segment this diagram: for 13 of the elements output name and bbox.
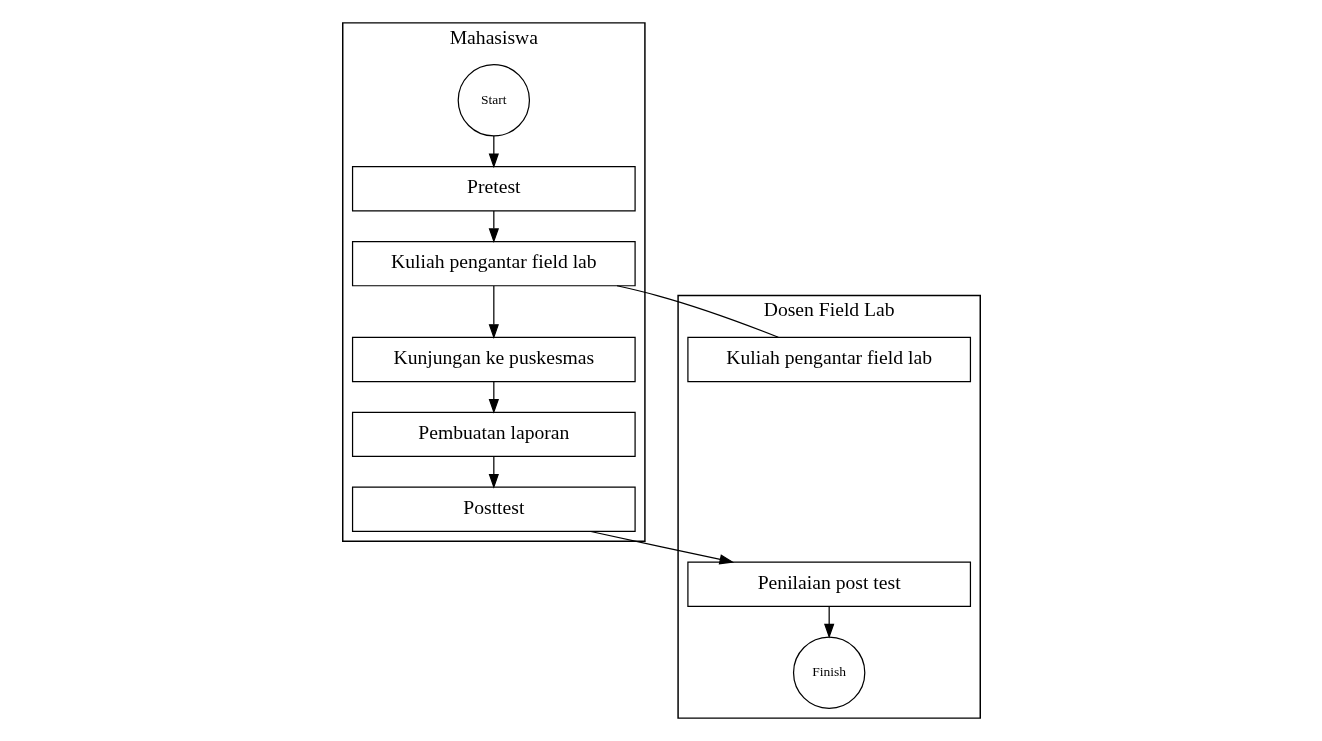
node-box: Posttest [351, 486, 636, 533]
connector [615, 285, 779, 338]
node-box: Kuliah pengantar field lab [686, 336, 971, 383]
node-box: Penilaian post test [686, 561, 971, 607]
arrow [488, 135, 499, 169]
node-box: Pretest [351, 165, 636, 212]
node-box: Pembuatan laporan [351, 411, 636, 458]
arrow [589, 530, 734, 565]
arrow [488, 285, 499, 339]
node-circle: Finish [792, 636, 865, 709]
node-box: Kunjungan ke puskesmas [351, 336, 636, 383]
node-box: Kuliah pengantar field lab [351, 240, 636, 287]
node-circle: Start [457, 64, 530, 137]
